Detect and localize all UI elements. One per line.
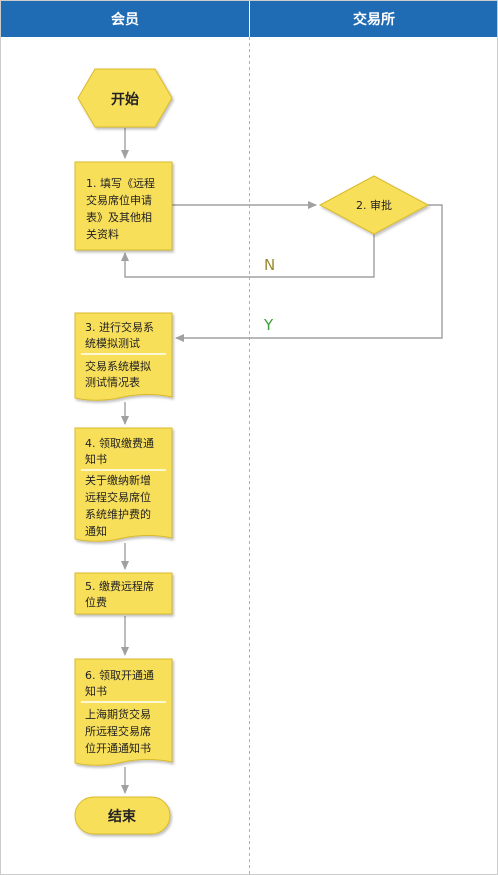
step1-line-4: 关资料 <box>86 227 119 241</box>
step1-line-1: 1. 填写《远程 <box>86 176 155 190</box>
node-step6: 6. 领取开通通 知书 上海期货交易 所远程交易席 位开通通知书 <box>74 658 173 766</box>
step4-doc-line-2: 远程交易席位 <box>85 490 151 504</box>
connector-step2-yes <box>175 204 443 342</box>
step3-title-line-2: 统模拟测试 <box>85 336 140 350</box>
step2-label: 2. 审批 <box>356 198 392 212</box>
node-step4: 4. 领取缴费通 知书 关于缴纳新增 远程交易席位 系统维护费的 通知 <box>74 427 173 542</box>
step5-line-2: 位费 <box>85 595 107 609</box>
node-end: 结束 <box>74 796 171 835</box>
node-step2-decision: 2. 审批 <box>318 175 430 235</box>
step3-title-line-1: 3. 进行交易系 <box>85 320 154 334</box>
step4-title-line-2: 知书 <box>85 452 107 466</box>
node-step5: 5. 缴费远程席 位费 <box>74 572 173 615</box>
label-no: N <box>264 256 275 274</box>
step6-doc-line-3: 位开通通知书 <box>85 741 151 755</box>
step3-doc-line-1: 交易系统模拟 <box>85 359 151 373</box>
lane-title-member: 会员 <box>111 11 139 28</box>
step1-line-3: 表》及其他相 <box>86 210 152 224</box>
label-yes: Y <box>263 316 274 334</box>
step3-doc-line-2: 测试情况表 <box>85 375 140 389</box>
step6-title-line-1: 6. 领取开通通 <box>85 669 154 682</box>
end-label: 结束 <box>108 808 137 825</box>
step4-doc-line-4: 通知 <box>85 524 107 538</box>
step6-title-line-2: 知书 <box>85 684 107 698</box>
connector-step2-no <box>121 234 375 278</box>
node-step1: 1. 填写《远程 交易席位申请 表》及其他相 关资料 <box>74 161 173 251</box>
step6-doc-line-2: 所远程交易席 <box>85 724 151 738</box>
step6-doc-line-1: 上海期货交易 <box>85 707 151 721</box>
node-start: 开始 <box>77 68 173 128</box>
step5-line-1: 5. 缴费远程席 <box>85 579 154 593</box>
node-step3: 3. 进行交易系 统模拟测试 交易系统模拟 测试情况表 <box>74 312 173 401</box>
step4-title-line-1: 4. 领取缴费通 <box>85 436 154 450</box>
lane-title-exchange: 交易所 <box>353 11 395 28</box>
step4-doc-line-1: 关于缴纳新增 <box>85 473 151 487</box>
lane-header-exchange <box>250 1 497 37</box>
step4-doc-line-3: 系统维护费的 <box>85 507 151 521</box>
start-label: 开始 <box>111 91 139 108</box>
lane-header-member <box>1 1 249 37</box>
step1-line-2: 交易席位申请 <box>86 193 152 207</box>
